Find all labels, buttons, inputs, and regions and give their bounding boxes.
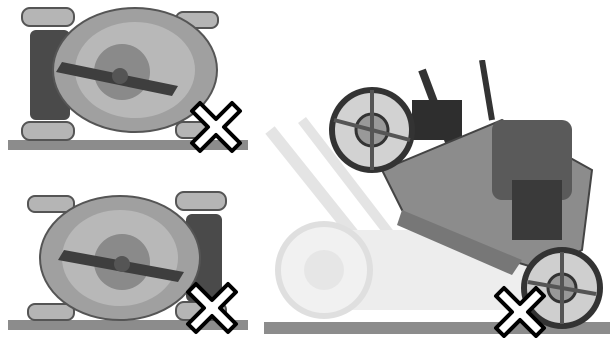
mower-side-lower-illustration xyxy=(0,178,256,338)
wheel-top-right xyxy=(176,192,226,210)
wheel-top-left xyxy=(22,8,74,26)
engine-detail xyxy=(512,180,562,240)
panel-mower-tipped-back xyxy=(262,60,612,338)
mower-tipped-back-illustration xyxy=(262,60,612,338)
blade-bolt xyxy=(114,256,130,272)
panel-mower-side-upper xyxy=(0,0,256,160)
panel-mower-side-lower xyxy=(0,178,256,338)
wheel-bottom-left xyxy=(22,122,74,140)
handle-bracket xyxy=(412,100,462,140)
ground xyxy=(8,320,248,330)
wheel-top-left xyxy=(28,196,74,212)
mower-side-upper-illustration xyxy=(0,0,256,160)
wheel-bottom-left xyxy=(28,304,74,320)
blade-bolt xyxy=(112,68,128,84)
